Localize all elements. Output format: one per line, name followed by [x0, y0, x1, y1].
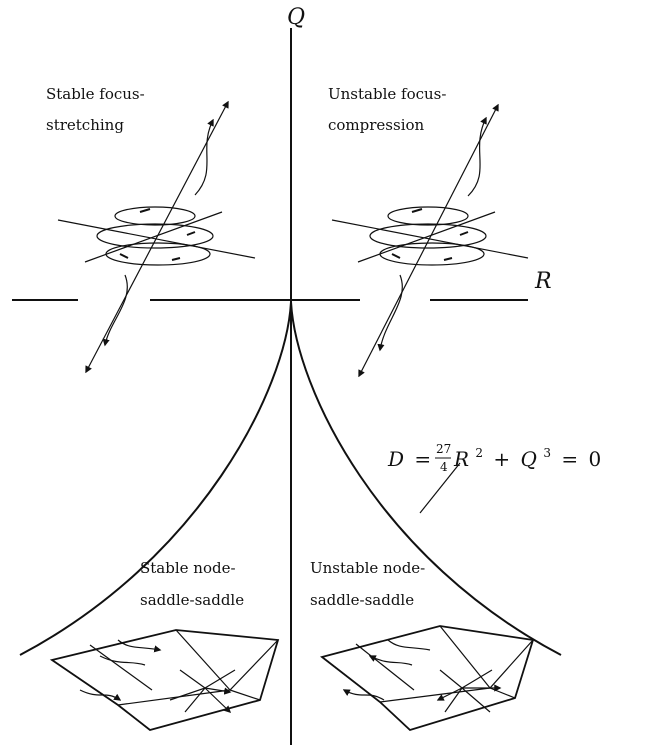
label-unstable-focus-compression: Unstable focus- compression [328, 85, 451, 134]
stable-focus-stretching-sketch [58, 102, 255, 372]
equation-fraction-den: 4 [440, 460, 448, 474]
q-axis-label: Q [287, 5, 305, 30]
label-stable-node-saddle-saddle: Stable node- saddle-saddle [140, 559, 244, 609]
unstable-node-saddle-saddle-box [322, 626, 533, 730]
equation-fraction-num: 27 [436, 442, 451, 456]
unstable-focus-compression-sketch [332, 105, 528, 376]
label-stable-focus-stretching: Stable focus- stretching [46, 85, 149, 134]
label-unstable-node-saddle-saddle: Unstable node- saddle-saddle [310, 559, 430, 609]
curve-equation-rest: R 2 + Q 3 = 0 [453, 438, 601, 471]
r-axis-label: R [534, 269, 552, 294]
curve-equation: D = [387, 447, 431, 471]
stable-node-saddle-saddle-box [52, 630, 278, 730]
